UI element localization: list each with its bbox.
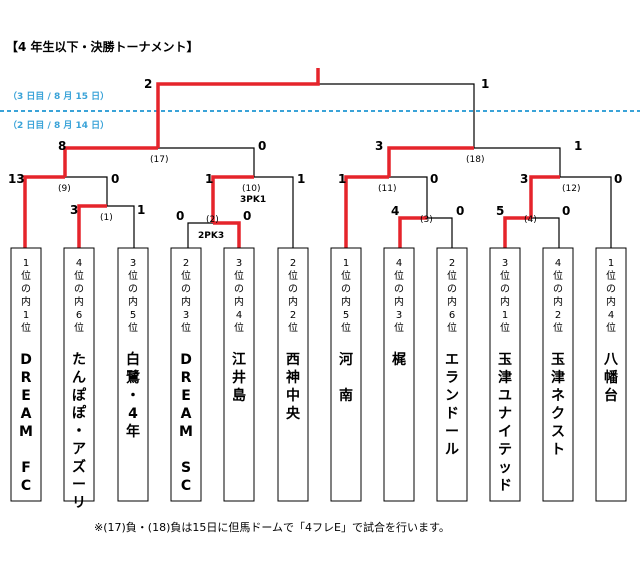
match12-score-right: 0 [614, 172, 622, 186]
match10-score-left: 1 [205, 172, 213, 186]
team-name: 西神中央 [286, 352, 301, 422]
team-name: 玉津ユナイテッド [498, 352, 512, 494]
team-box [277, 247, 309, 502]
match17-score-right: 0 [258, 139, 266, 153]
match10-score-right: 1 [297, 172, 305, 186]
team-box [595, 247, 627, 502]
match3-label: (3) [420, 215, 433, 225]
day2-label: （2 日目 / 8 月 14 日） [8, 120, 109, 131]
team-name: たんぽぽ・アズーリ [72, 352, 87, 511]
match10-label: (10) [242, 184, 260, 194]
final-score-right: 1 [481, 77, 489, 91]
match3-score-left: 4 [391, 204, 399, 218]
team-box [330, 247, 362, 502]
team-box [436, 247, 468, 502]
match4-score-left: 5 [496, 204, 504, 218]
match4-label: (4) [524, 215, 537, 225]
page-title: 【4 年生以下・決勝トーナメント】 [6, 40, 199, 54]
match11-label: (11) [378, 184, 396, 194]
match12-label: (12) [562, 184, 580, 194]
match18-score-right: 1 [574, 139, 582, 153]
match1-score-right: 1 [137, 203, 145, 217]
match2-pk: 2PK3 [198, 231, 224, 241]
match1-label: (1) [100, 213, 113, 223]
team-box [117, 247, 149, 502]
match11-score-right: 0 [430, 172, 438, 186]
match9-score-left: 13 [8, 172, 25, 186]
match2-score-right: 0 [243, 209, 251, 223]
winner-lines [23, 68, 560, 248]
team-name: 河 南 [339, 351, 353, 404]
match9-score-right: 0 [111, 172, 119, 186]
team-name: 八幡台 [603, 352, 619, 404]
match3-score-right: 0 [456, 204, 464, 218]
match2-score-left: 0 [176, 209, 184, 223]
match17-score-left: 8 [58, 139, 66, 153]
team-boxes [10, 247, 627, 502]
match12-score-left: 3 [520, 172, 528, 186]
bracket-lines [65, 83, 612, 248]
team-box [63, 247, 95, 502]
match1-score-left: 3 [70, 203, 78, 217]
final-score-left: 2 [144, 77, 152, 91]
match18-label: (18) [466, 155, 484, 165]
match11-score-left: 1 [338, 172, 346, 186]
team-name: 梶 [392, 351, 406, 368]
match10-pk: 3PK1 [240, 195, 266, 205]
team-name: エランドール [445, 352, 459, 458]
footnote: ※(17)負・(18)負は15日に但馬ドームで「4フレE」で試合を行います。 [94, 521, 450, 534]
team-name: 江井島 [232, 351, 246, 404]
team-box [223, 247, 255, 502]
team-box [489, 247, 521, 502]
team-box [10, 247, 42, 502]
team-box [542, 247, 574, 502]
match9-label: (9) [58, 184, 71, 194]
match17-label: (17) [150, 155, 168, 165]
team-name: 玉津ネクスト [551, 352, 565, 458]
match2-label: (2) [206, 215, 219, 225]
match4-score-right: 0 [562, 204, 570, 218]
team-box [383, 247, 415, 502]
day3-label: （3 日目 / 8 月 15 日） [8, 91, 109, 102]
match18-score-left: 3 [375, 139, 383, 153]
team-box [170, 247, 202, 502]
